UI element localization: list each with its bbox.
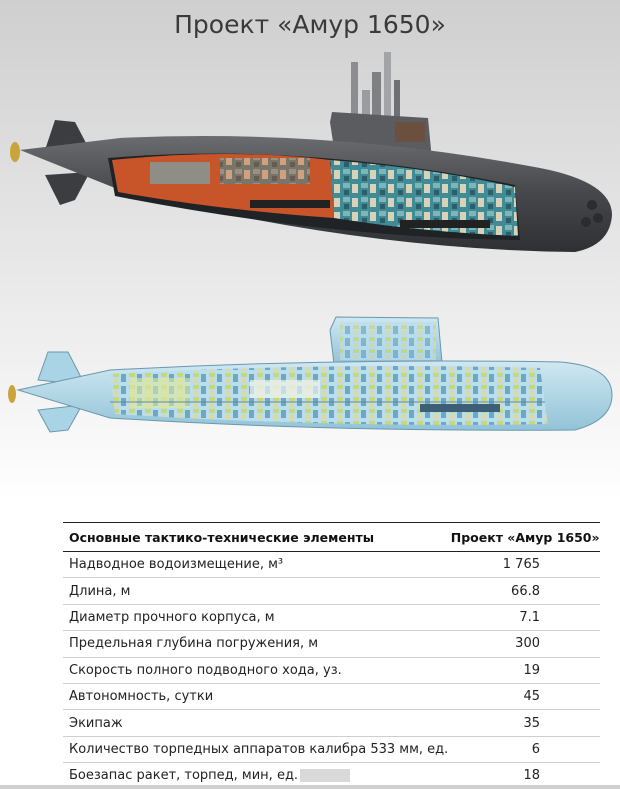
table-row: Диаметр прочного корпуса, м 7.1 xyxy=(63,604,600,632)
table-row: Скорость полного подводного хода, уз. 19 xyxy=(63,657,600,684)
row-param: Надводное водоизмещение, м³ xyxy=(63,551,451,579)
row-value: 35 xyxy=(450,709,600,737)
table-header-row: Основные тактико-технические элементы Пр… xyxy=(63,522,600,552)
row-value: 19 xyxy=(450,657,600,684)
table-row: Количество торпедных аппаратов калибра 5… xyxy=(63,736,600,764)
row-value: 6 xyxy=(450,736,600,764)
table-row: Надводное водоизмещение, м³ 1 765 xyxy=(63,551,600,579)
row-value: 300 xyxy=(450,630,600,658)
row-param: Боезапас ракет, торпед, мин, ед. xyxy=(69,768,299,784)
submarine-blueprint-bottom xyxy=(8,316,613,433)
table-row: Боезапас ракет, торпед, мин, ед. 18 xyxy=(63,763,600,789)
submarine-cutaway-top xyxy=(10,52,612,252)
row-param: Скорость полного подводного хода, уз. xyxy=(63,657,451,684)
row-value: 1 765 xyxy=(450,551,600,579)
row-value: 18 xyxy=(523,768,540,784)
table-row: Автономность, сутки 45 xyxy=(63,683,600,711)
specs-table: Основные тактико-технические элементы Пр… xyxy=(63,522,600,789)
row-param: Количество торпедных аппаратов калибра 5… xyxy=(63,736,451,764)
submarine-illustrations xyxy=(8,52,613,433)
row-value: 66.8 xyxy=(450,577,600,605)
header-value: Проект «Амур 1650» xyxy=(450,522,600,552)
row-param: Диаметр прочного корпуса, м xyxy=(63,604,451,632)
table-row: Экипаж 35 xyxy=(63,709,600,737)
redaction-block xyxy=(300,769,350,782)
row-param: Автономность, сутки xyxy=(63,683,451,711)
page-title: Проект «Амур 1650» xyxy=(174,10,446,39)
table-row: Предельная глубина погружения, м 300 xyxy=(63,630,600,658)
row-param: Предельная глубина погружения, м xyxy=(63,630,451,658)
row-value: 7.1 xyxy=(450,604,600,632)
row-param: Длина, м xyxy=(63,577,451,605)
header-parameter: Основные тактико-технические элементы xyxy=(63,522,451,552)
row-param: Экипаж xyxy=(63,709,451,737)
table-row: Длина, м 66.8 xyxy=(63,577,600,605)
row-value: 45 xyxy=(450,683,600,711)
